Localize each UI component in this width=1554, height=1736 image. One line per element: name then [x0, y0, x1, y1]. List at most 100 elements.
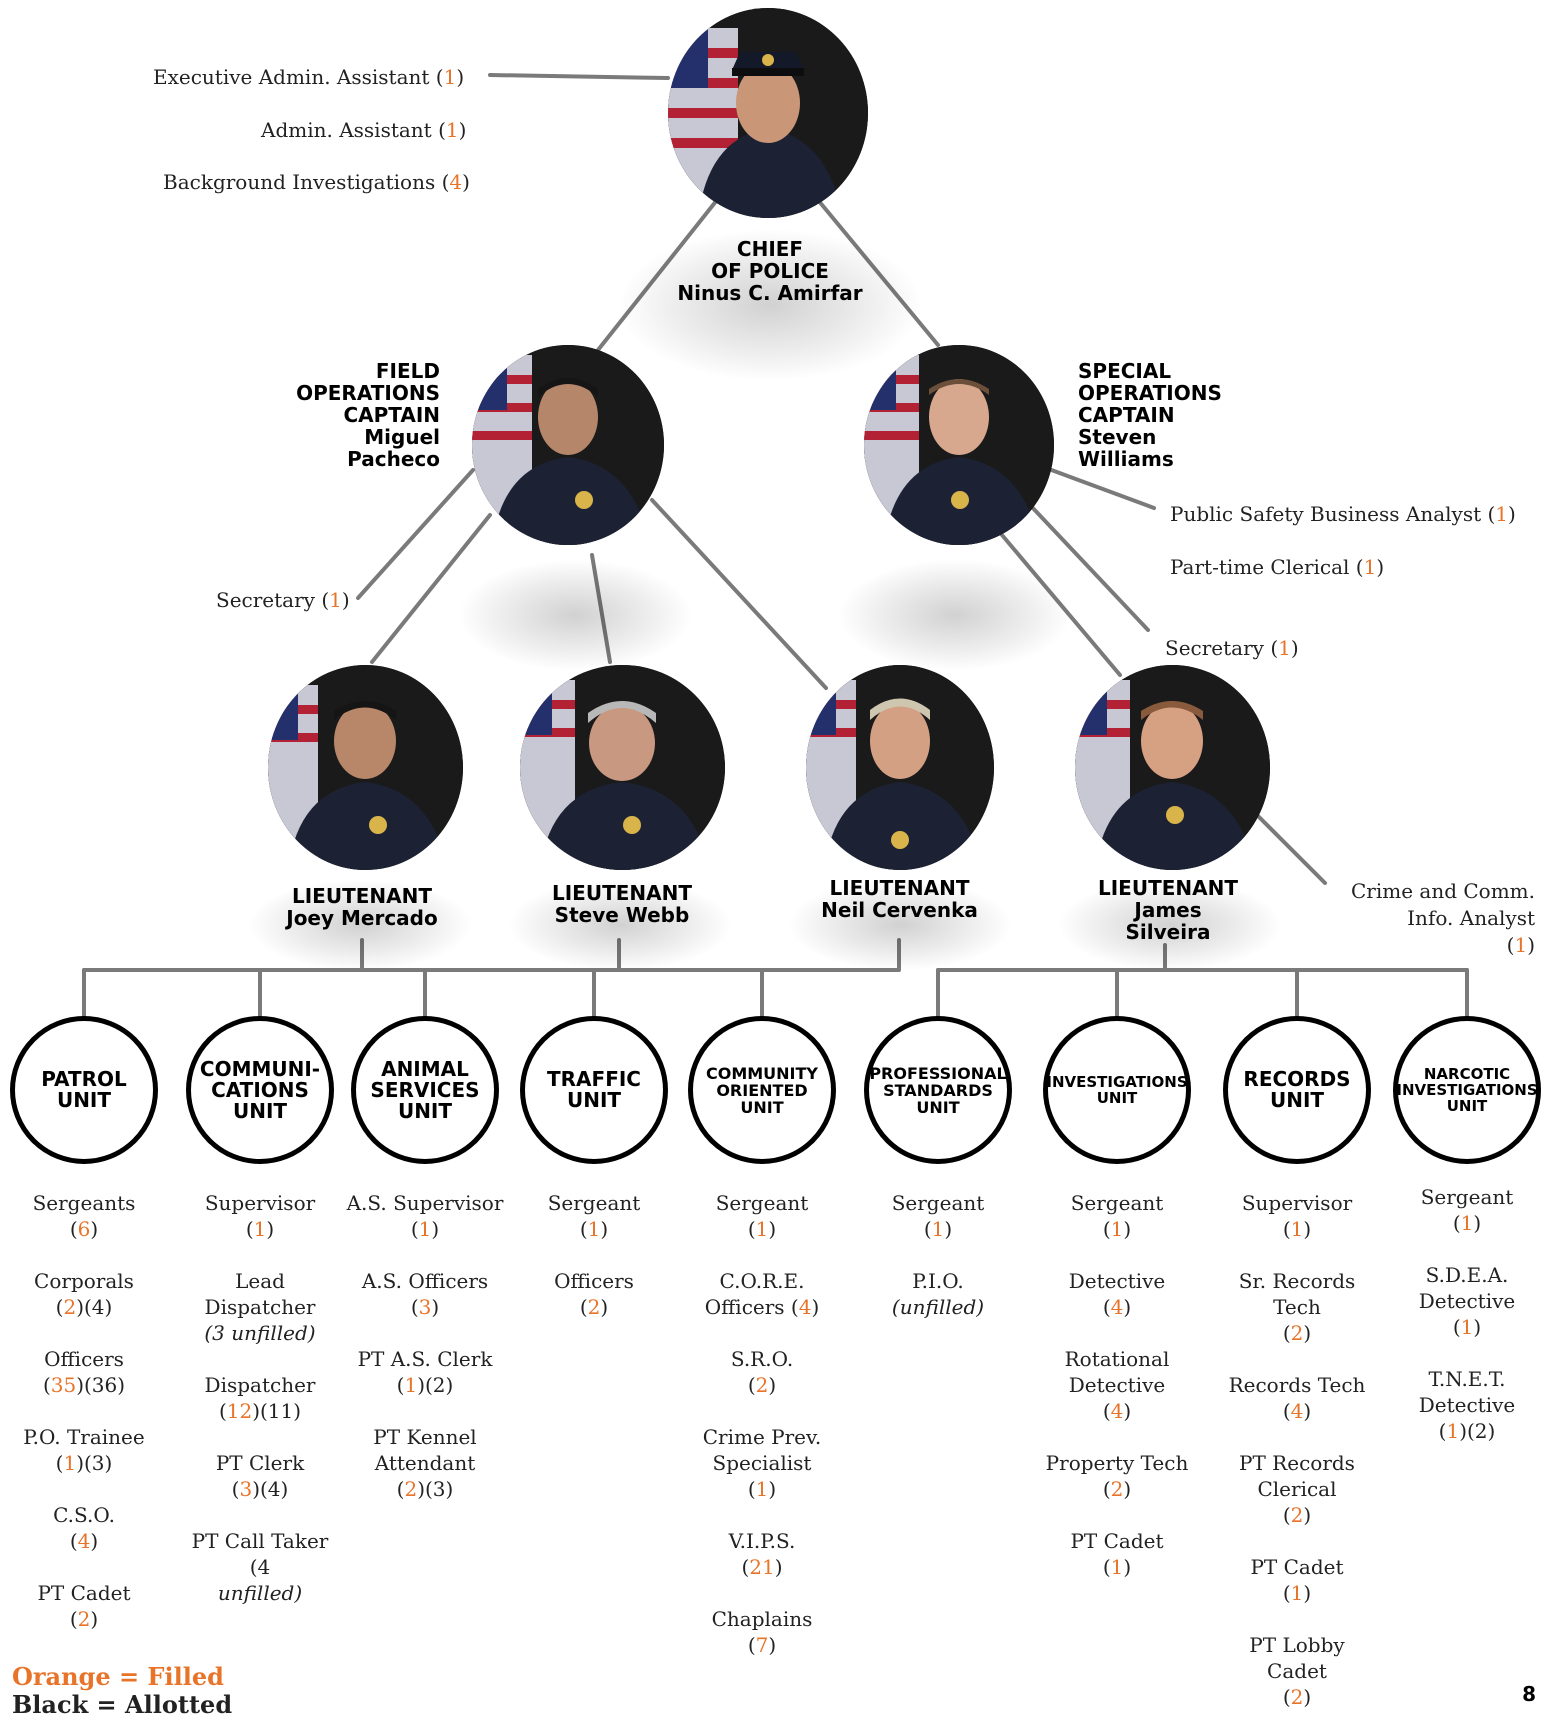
page-number: 8 — [1522, 1682, 1536, 1706]
staff-entry: PT Cadet(1) — [1037, 1528, 1197, 1580]
lt1-shadow — [250, 880, 470, 970]
staff-note: unfilled) — [217, 1581, 303, 1605]
staff-title: PT Lobby Cadet — [1249, 1633, 1345, 1683]
staff-count: (2) — [1102, 1477, 1132, 1501]
records-staff: Supervisor(1)Sr. Records Tech(2)Records … — [1217, 1190, 1377, 1736]
lt-cervenka-title: LIEUTENANT Neil Cervenka — [797, 877, 1002, 921]
special-captain-role-2: OPERATIONS — [1078, 381, 1222, 405]
staff-entry: Records Tech(4) — [1217, 1372, 1377, 1424]
staff-count: (1) — [1102, 1555, 1132, 1579]
staff-title: PT Cadet — [1250, 1555, 1344, 1579]
unit-communications: COMMUNI- CATIONS UNIT — [186, 1016, 334, 1164]
unit-animal-services: ANIMAL SERVICES UNIT — [351, 1016, 499, 1164]
staff-title: C.O.R.E. Officers ( — [704, 1269, 805, 1319]
staff-count: (2) — [1282, 1685, 1312, 1709]
community-oriented-staff: Sergeant(1)C.O.R.E. Officers (4)S.R.O.(2… — [682, 1190, 842, 1684]
lt3-shadow — [790, 880, 1010, 970]
unit-investigations: INVESTIGATIONS UNIT — [1043, 1016, 1191, 1164]
staff-title: C.S.O. — [53, 1503, 115, 1527]
staff-entry: Lead Dispatcher(3 unfilled) — [180, 1268, 340, 1346]
staff-entry: Sergeant(1) — [514, 1190, 674, 1242]
chief-staff-3: Background Investigations (4) — [163, 170, 470, 194]
staff-count: (1) — [579, 1217, 609, 1241]
staff-title: Supervisor — [204, 1191, 316, 1215]
legend-allotted: Black = Allotted — [12, 1690, 233, 1719]
staff-title: Chaplains — [711, 1607, 813, 1631]
chief-name: Ninus C. Amirfar — [677, 281, 863, 305]
staff-title: Records Tech — [1228, 1373, 1366, 1397]
staff-title: Lead Dispatcher — [204, 1269, 316, 1319]
staff-entry: T.N.E.T. Detective(1)(2) — [1387, 1366, 1547, 1444]
staff-entry: PT Records Clerical(2) — [1217, 1450, 1377, 1528]
staff-count: (2)(3) — [396, 1477, 454, 1501]
staff-title: A.S. Officers — [361, 1269, 489, 1293]
special-captain-role-1: SPECIAL — [1078, 359, 1172, 383]
lt4-shadow — [1060, 880, 1280, 970]
staff-entry: Corporals(2)(4) — [4, 1268, 164, 1320]
chief-role-line1: CHIEF — [736, 237, 804, 261]
staff-entry: A.S. Officers(3) — [345, 1268, 505, 1320]
special-staff-3: Secretary (1) — [1165, 636, 1299, 660]
staff-title: A.S. Supervisor — [346, 1191, 504, 1215]
chief-portrait — [668, 8, 868, 218]
staff-entry: Sergeant(1) — [858, 1190, 1018, 1242]
staff-title: V.I.P.S. — [728, 1529, 796, 1553]
staff-count: (3)(4) — [231, 1477, 289, 1501]
crime-analyst-line1: Crime and Comm. — [1350, 879, 1535, 903]
staff-entry: PT Cadet(1) — [1217, 1554, 1377, 1606]
special-captain-title: SPECIAL OPERATIONS CAPTAIN Steven Willia… — [1078, 360, 1278, 470]
narcotic-investigations-staff: Sergeant(1)S.D.E.A. Detective(1)T.N.E.T.… — [1387, 1184, 1547, 1470]
patrol-staff: Sergeants(6)Corporals(2)(4)Officers(35)(… — [4, 1190, 164, 1658]
staff-entry: P.I.O.(unfilled) — [858, 1268, 1018, 1320]
lt-mercado-portrait — [268, 665, 463, 870]
staff-title: PT Clerk — [215, 1451, 305, 1475]
staff-entry: Dispatcher(12)(11) — [180, 1372, 340, 1424]
staff-count: (1) — [923, 1217, 953, 1241]
staff-title: PT Cadet — [37, 1581, 131, 1605]
chief-shadow — [620, 230, 920, 380]
staff-count: (1) — [1282, 1217, 1312, 1241]
lt-silveira-role: LIEUTENANT — [1098, 876, 1238, 900]
staff-count: (2)(4) — [55, 1295, 113, 1319]
lt-silveira-title: LIEUTENANT James Silveira — [1068, 877, 1268, 943]
special-captain-name-2: Williams — [1078, 447, 1174, 471]
investigations-staff: Sergeant(1)Detective(4)Rotational Detect… — [1037, 1190, 1197, 1606]
field-secretary: Secretary (1) — [216, 588, 350, 612]
staff-entry: Detective(4) — [1037, 1268, 1197, 1320]
staff-entry: Sergeant(1) — [1387, 1184, 1547, 1236]
staff-count: (1) — [1452, 1315, 1482, 1339]
staff-note: (unfilled) — [891, 1295, 985, 1319]
field-captain-role-2: OPERATIONS — [296, 381, 440, 405]
staff-count: (1) — [1282, 1581, 1312, 1605]
staff-entry: Chaplains(7) — [682, 1606, 842, 1658]
staff-entry: Property Tech(2) — [1037, 1450, 1197, 1502]
unit-patrol: PATROL UNIT — [10, 1016, 158, 1164]
staff-entry: C.S.O.(4) — [4, 1502, 164, 1554]
staff-title: PT Kennel Attendant — [373, 1425, 477, 1475]
chief-staff-1: Executive Admin. Assistant (1) — [153, 65, 465, 89]
staff-count: (4) — [1102, 1295, 1132, 1319]
staff-count: (1) — [747, 1217, 777, 1241]
professional-standards-staff: Sergeant(1) P.I.O.(unfilled) — [858, 1190, 1018, 1346]
staff-count: (2) — [579, 1295, 609, 1319]
staff-count: (1)(3) — [55, 1451, 113, 1475]
staff-entry: Rotational Detective(4) — [1037, 1346, 1197, 1424]
field-captain-shadow — [460, 560, 690, 670]
staff-count: (1) — [1102, 1217, 1132, 1241]
staff-count: (3) — [410, 1295, 440, 1319]
staff-title: Dispatcher — [204, 1373, 316, 1397]
staff-count: (4) — [69, 1529, 99, 1553]
animal-services-staff: A.S. Supervisor(1)A.S. Officers(3)PT A.S… — [345, 1190, 505, 1528]
staff-entry: PT Cadet(2) — [4, 1580, 164, 1632]
staff-title: Rotational Detective — [1064, 1347, 1170, 1397]
lt-mercado-title: LIEUTENANT Joey Mercado — [262, 885, 462, 929]
staff-count: (4) — [1282, 1399, 1312, 1423]
staff-count: (7) — [747, 1633, 777, 1657]
staff-title: PT Records Clerical — [1239, 1451, 1355, 1501]
staff-entry: Officers(35)(36) — [4, 1346, 164, 1398]
staff-title: T.N.E.T. Detective — [1418, 1367, 1516, 1417]
staff-entry: PT Clerk(3)(4) — [180, 1450, 340, 1502]
crime-analyst: Crime and Comm. Info. Analyst (1) — [1300, 878, 1535, 959]
lt-cervenka-portrait — [806, 665, 994, 870]
